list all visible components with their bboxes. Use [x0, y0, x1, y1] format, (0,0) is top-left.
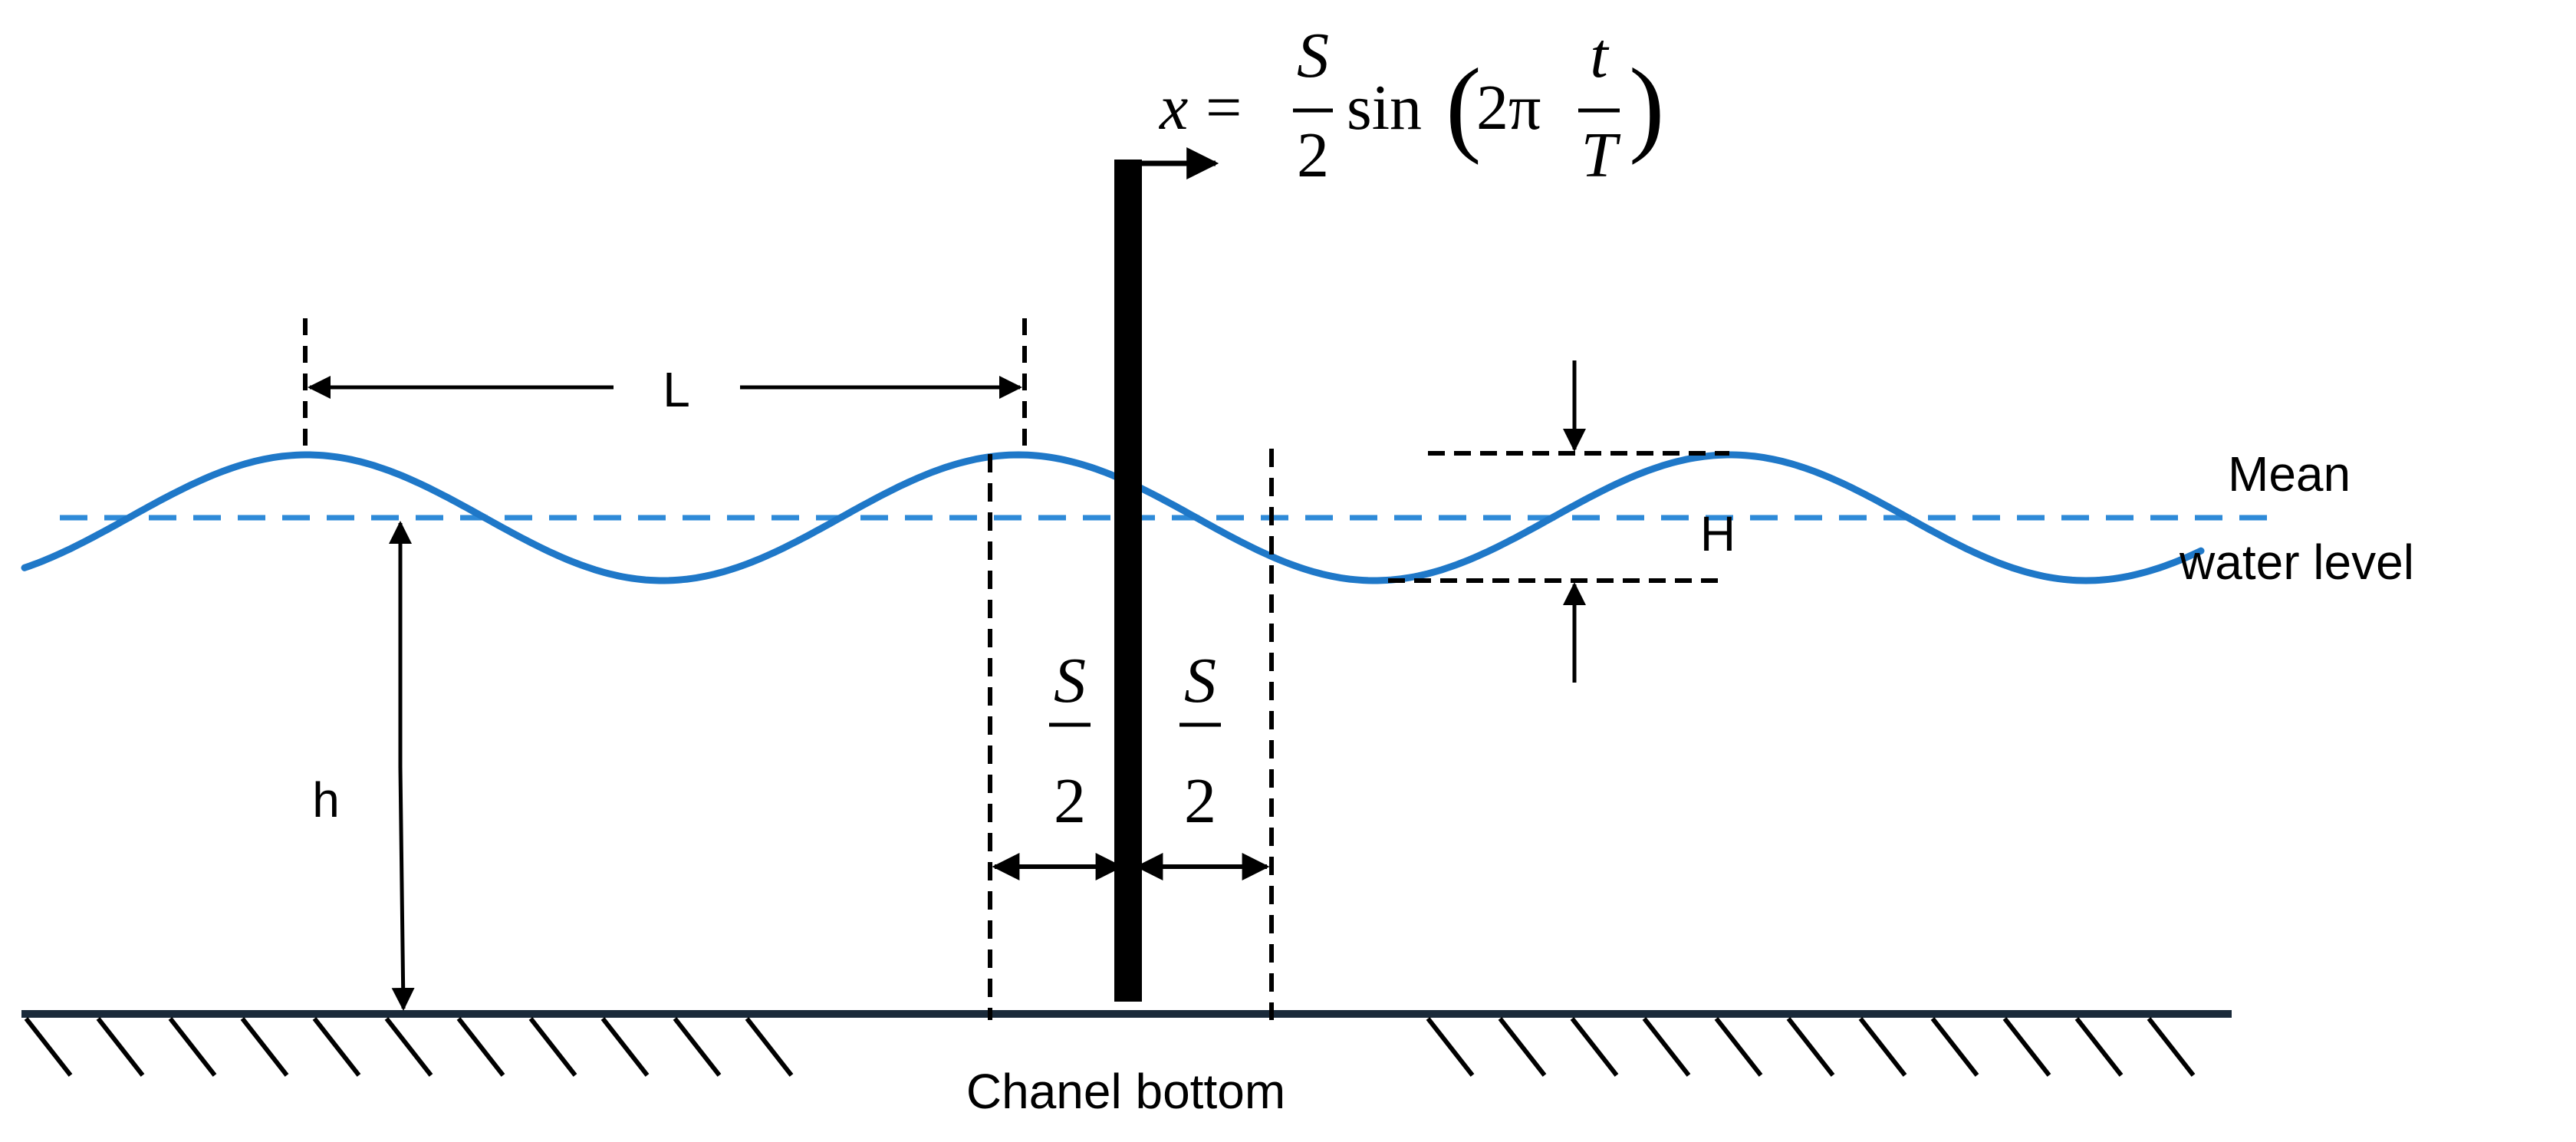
stroke-left-numerator: S — [1054, 645, 1086, 716]
equation-equals: = — [1206, 72, 1242, 143]
stroke-right-numerator: S — [1184, 645, 1216, 716]
hatch-line — [2147, 1017, 2196, 1077]
hatch-line — [1642, 1017, 1691, 1077]
paddle-plate — [1114, 160, 1142, 1002]
channel-bottom-label: Chanel bottom — [966, 1064, 1285, 1119]
hatch-line — [456, 1017, 505, 1077]
hatch-line — [673, 1017, 722, 1077]
hatch-line — [384, 1017, 433, 1077]
hatch-line — [2002, 1017, 2051, 1077]
wave-profile — [21, 451, 2205, 584]
hatch-line — [528, 1017, 577, 1077]
equation-fraction-denominator: 2 — [1297, 120, 1329, 191]
wavelength-dimension: L — [303, 318, 1027, 449]
hatch-line — [1714, 1017, 1763, 1077]
hatch-line — [1930, 1017, 1979, 1077]
depth-dimension: h — [312, 521, 415, 1011]
equation-open-paren: ( — [1446, 47, 1482, 166]
hatch-line — [745, 1017, 794, 1077]
wavelength-label: L — [663, 362, 690, 417]
hatch-line — [1786, 1017, 1835, 1077]
depth-label: h — [312, 772, 340, 828]
equation-inner-numerator: t — [1590, 20, 1610, 91]
equation-coefficient: 2π — [1476, 72, 1541, 143]
hatch-line — [600, 1017, 650, 1077]
hatch-line — [1858, 1017, 1907, 1077]
channel-bottom-hatching — [24, 1017, 2196, 1077]
stroke-extent: S 2 S 2 — [988, 449, 1274, 1020]
wave-height-dimension: H — [1388, 360, 1735, 683]
hatch-line — [24, 1017, 73, 1077]
hatch-line — [312, 1017, 361, 1077]
depth-arrow-down — [391, 766, 415, 1011]
equation-sin: sin — [1347, 72, 1422, 143]
equation-close-paren: ) — [1629, 47, 1665, 166]
equation-lhs: x — [1158, 72, 1188, 143]
hatch-line — [1426, 1017, 1475, 1077]
wave-paddle — [1114, 147, 1219, 1002]
stroke-left-denominator: 2 — [1054, 765, 1086, 837]
equation-inner-denominator: T — [1581, 120, 1621, 191]
channel-bottom — [21, 1010, 2232, 1077]
hatch-line — [240, 1017, 289, 1077]
stroke-right-denominator: 2 — [1184, 765, 1216, 837]
hatch-line — [1498, 1017, 1547, 1077]
hatch-line — [1570, 1017, 1619, 1077]
hatch-line — [96, 1017, 145, 1077]
wave-height-label: H — [1700, 506, 1735, 561]
paddle-motion-equation: x = S 2 sin ( 2π t T ) — [1158, 20, 1665, 191]
mean-water-level-label-line1: Mean — [2228, 446, 2351, 502]
equation-fraction-numerator: S — [1297, 20, 1329, 91]
hatch-line — [168, 1017, 217, 1077]
hatch-line — [2074, 1017, 2124, 1077]
mean-water-level-label-line2: water level — [2179, 535, 2414, 590]
